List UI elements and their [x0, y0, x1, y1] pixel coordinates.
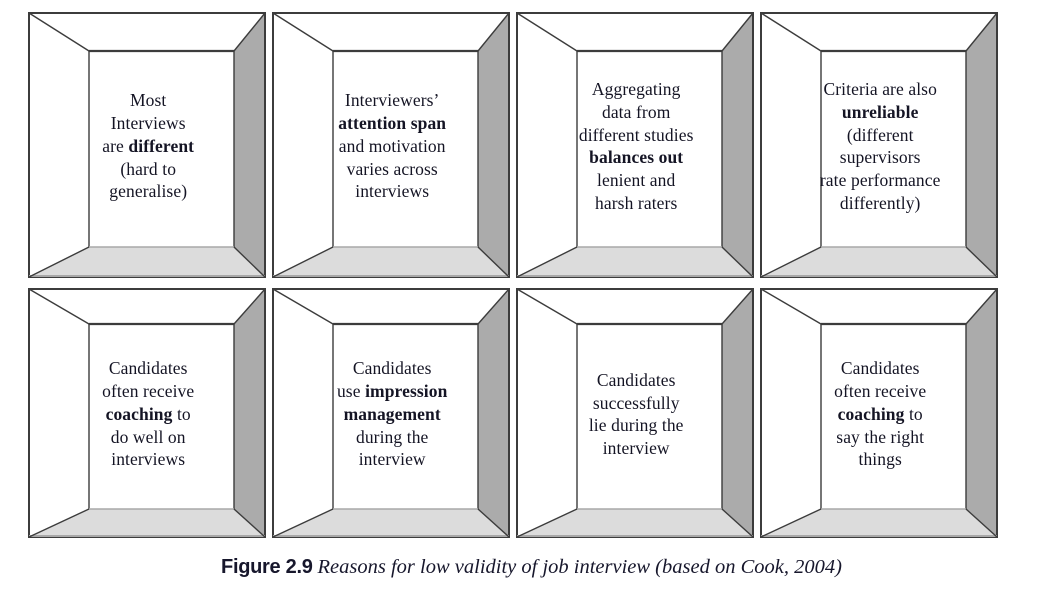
- box-3d-shell: [272, 288, 510, 538]
- figure-caption-label: Figure 2.9: [221, 556, 313, 578]
- figure-caption-text: Reasons for low validity of job intervie…: [317, 556, 842, 578]
- box-3d-shell: [28, 12, 266, 278]
- box-3d-shell: [516, 12, 754, 278]
- box-3d-shell: [516, 288, 754, 538]
- box-3d-shell: [28, 288, 266, 538]
- figure-caption: Figure 2.9 Reasons for low validity of j…: [0, 556, 1063, 579]
- box-3d-shell: [760, 288, 998, 538]
- box-3d-shell: [760, 12, 998, 278]
- box-3d-shell: [272, 12, 510, 278]
